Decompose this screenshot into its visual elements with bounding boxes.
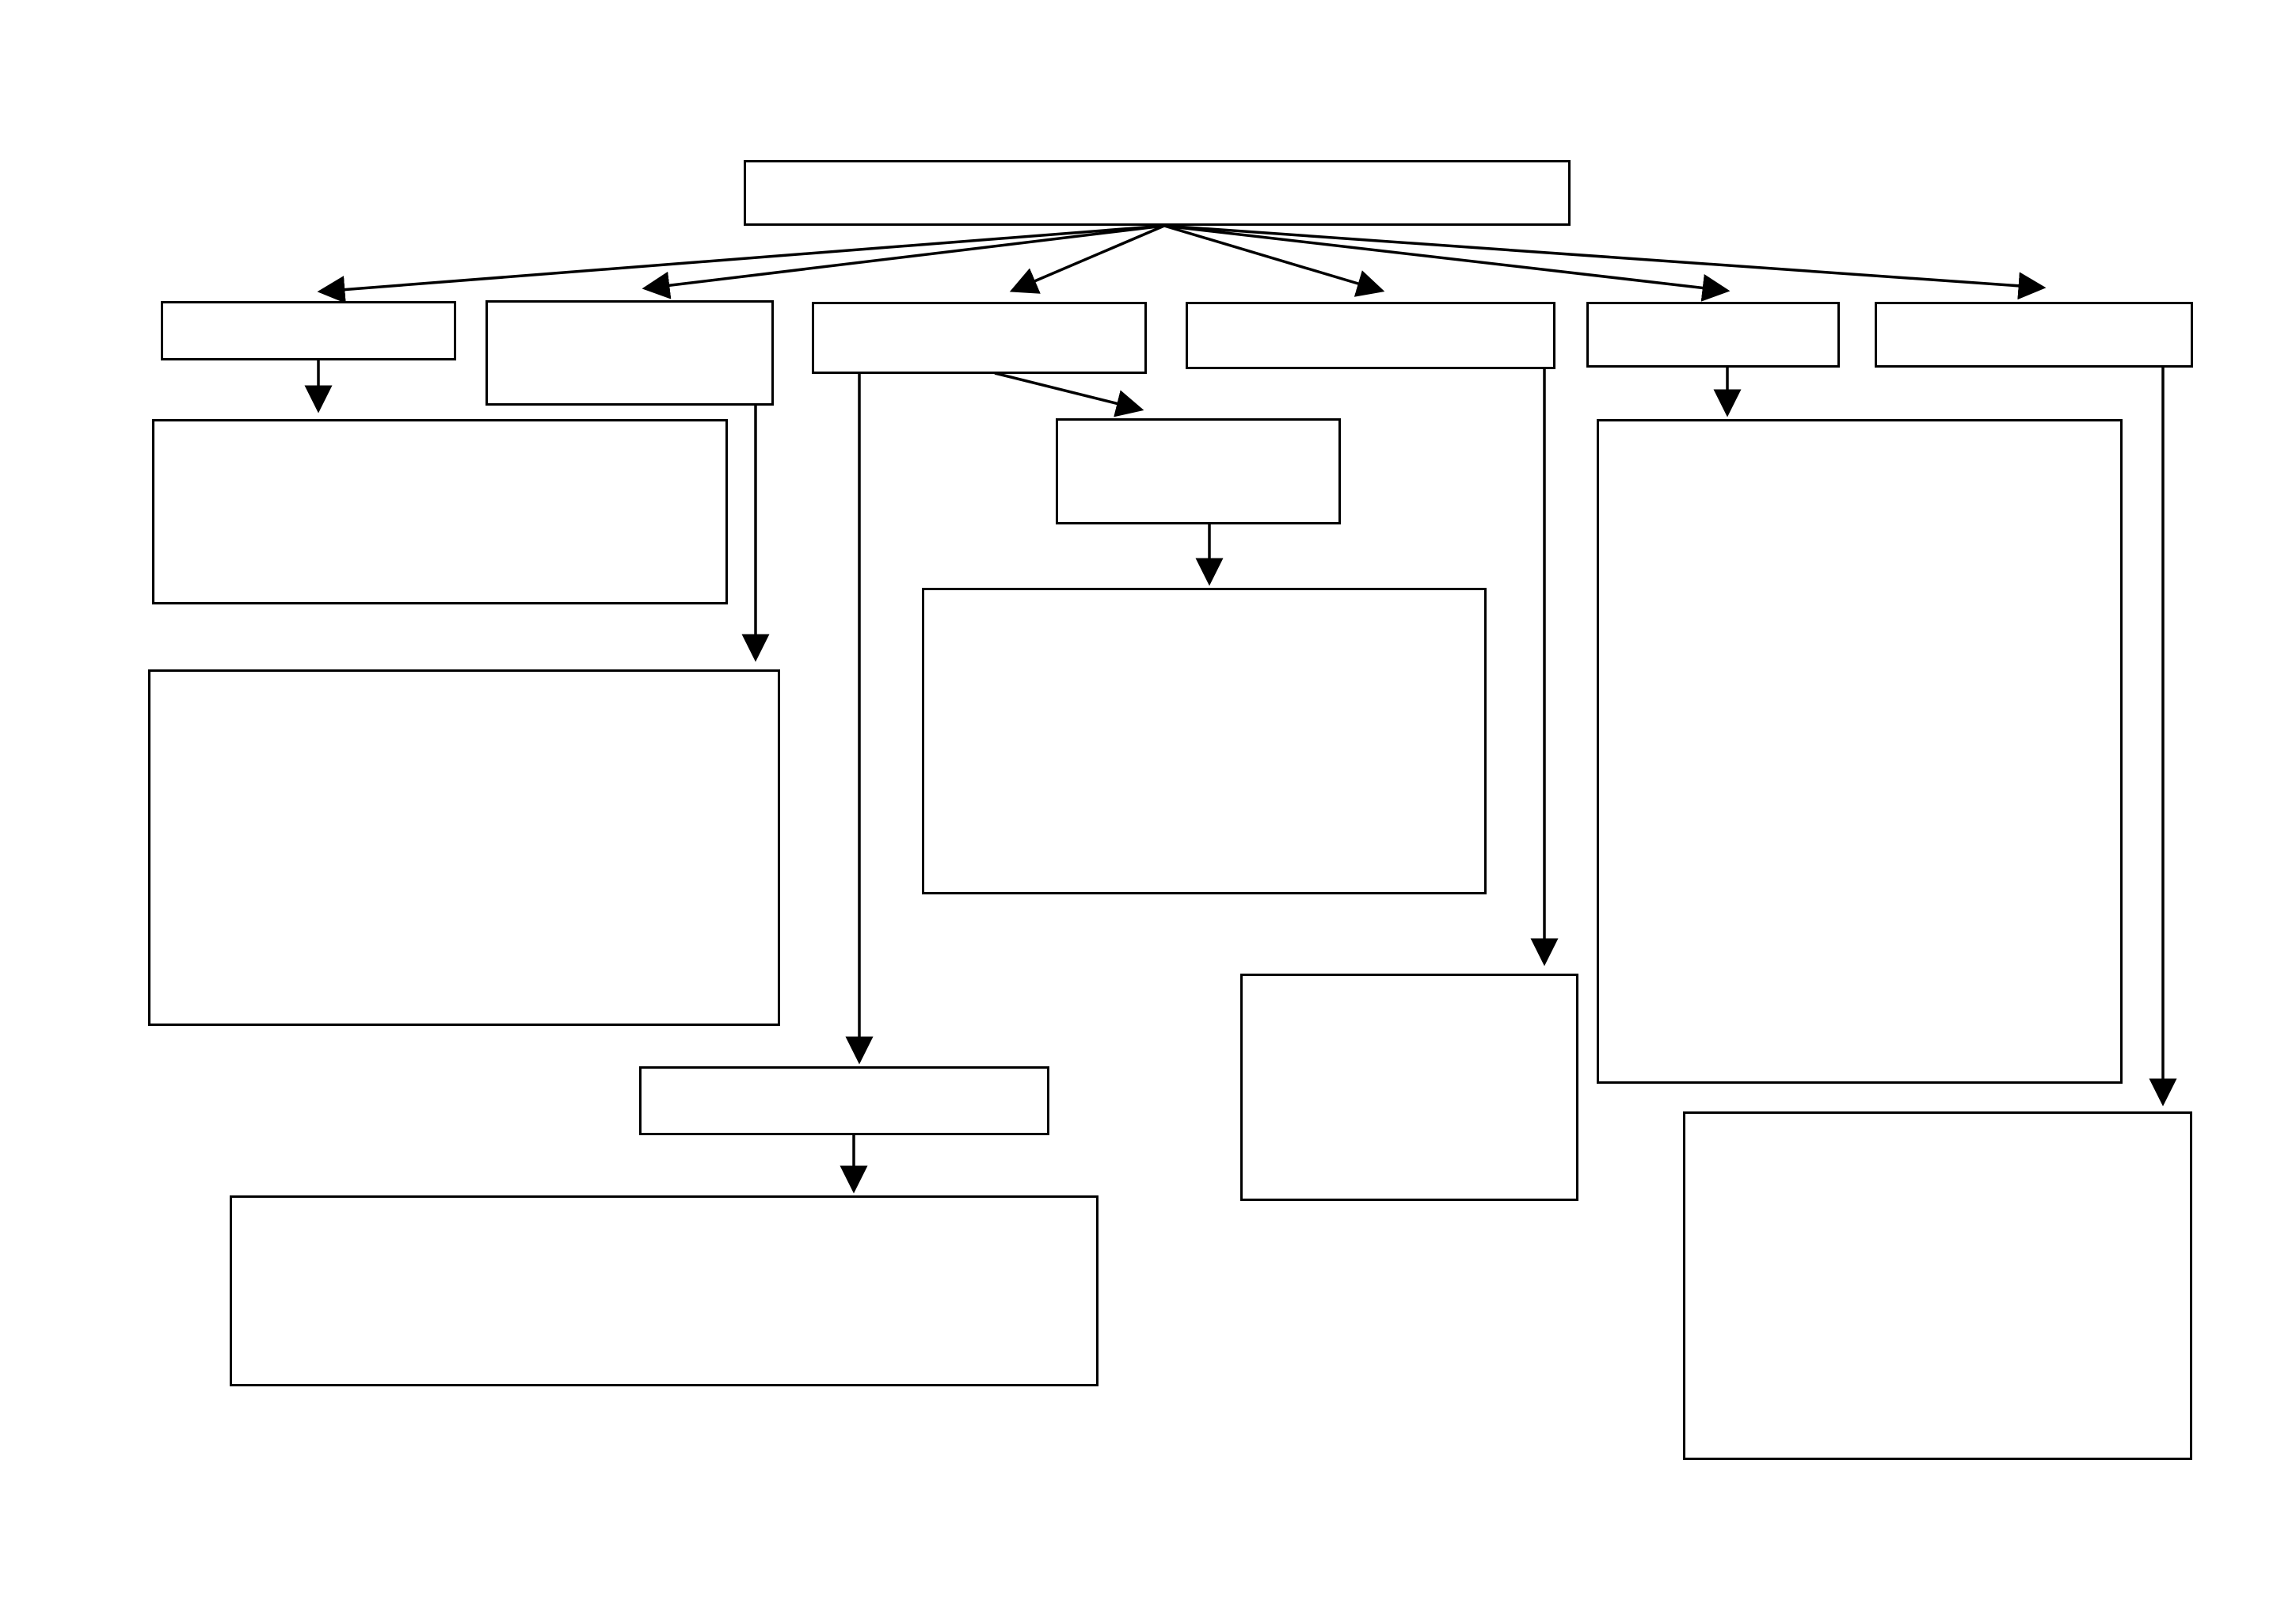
b6-child-box — [1683, 1111, 2192, 1460]
arrow-root-to-b6 — [1163, 224, 2047, 300]
level1-box-6 — [1875, 302, 2193, 368]
b3-low-box — [639, 1066, 1049, 1135]
b3-low-child-box — [230, 1195, 1099, 1386]
b3-mid-child-box — [922, 588, 1487, 894]
b3-mid-box — [1056, 418, 1341, 524]
root-box — [744, 160, 1571, 226]
b1-child-box — [152, 419, 728, 604]
b2-child-box — [148, 669, 780, 1026]
b4-child-box — [1240, 974, 1578, 1201]
b5-child-box — [1597, 419, 2123, 1084]
level1-box-4 — [1186, 302, 1555, 369]
level1-box-2 — [485, 300, 774, 406]
arrow-root-to-b5 — [1163, 224, 1731, 302]
arrow-b3-to-mid — [994, 372, 1144, 417]
level1-box-1 — [161, 301, 456, 360]
arrow-root-to-b2 — [642, 224, 1165, 299]
arrow-root-to-b4 — [1163, 224, 1385, 297]
level1-box-3 — [812, 302, 1147, 374]
arrow-root-to-b3 — [1009, 224, 1165, 294]
arrow-root-to-b1 — [317, 224, 1165, 304]
level1-box-5 — [1586, 302, 1840, 368]
